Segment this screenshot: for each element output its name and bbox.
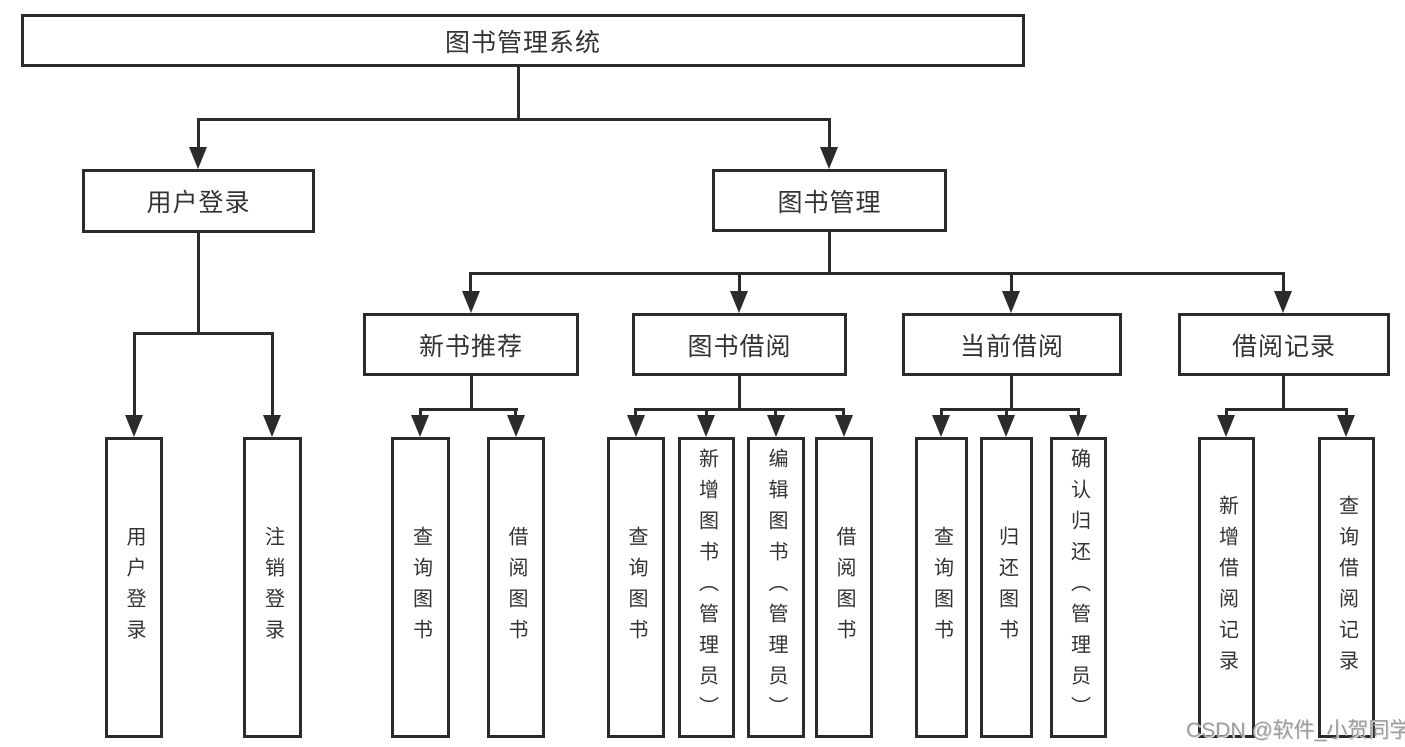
connector-user-login-stub-right [271, 332, 274, 415]
arrow-down-icon [697, 415, 715, 437]
arrow-down-icon [932, 415, 950, 437]
connector-book-borrow-horizontal [634, 408, 845, 411]
connector-user-login-stub-left [133, 332, 136, 415]
leaf-box-query-books-borrowing: 查询图书 [607, 437, 665, 738]
arrow-down-icon [1217, 415, 1235, 437]
node-label-current-borrowing: 当前借阅 [959, 332, 1064, 361]
node-box-book-management: 图书管理 [712, 169, 947, 232]
connector-borrow-record-stub-1 [1225, 408, 1228, 415]
node-label-borrow-records: 借阅记录 [1231, 332, 1336, 361]
arrow-down-icon [189, 147, 207, 169]
connector-current-borrow-stub-1 [940, 408, 943, 415]
leaf-label-add-books-admin: 新增图书（管理员） [695, 448, 718, 727]
arrow-down-icon [411, 415, 429, 437]
leaf-box-query-books-current: 查询图书 [915, 437, 968, 738]
leaf-box-confirm-return-admin: 确认归还（管理员） [1050, 437, 1107, 738]
connector-new-book-stub-1 [419, 408, 422, 415]
leaf-label-edit-books-admin: 编辑图书（管理员） [765, 448, 787, 727]
connector-book-borrow-vertical [738, 376, 741, 408]
arrow-down-icon [835, 415, 853, 437]
node-box-current-borrowing: 当前借阅 [902, 313, 1122, 376]
leaf-label-add-borrow-record: 新增借阅记录 [1215, 494, 1238, 681]
leaf-label-return-books: 归还图书 [995, 525, 1018, 650]
node-label-book-borrowing: 图书借阅 [687, 332, 792, 361]
arrow-down-icon [462, 291, 480, 313]
arrow-down-icon [997, 415, 1015, 437]
leaf-box-edit-books-admin: 编辑图书（管理员） [747, 437, 805, 738]
leaf-label-query-books-borrowing: 查询图书 [625, 525, 647, 650]
arrow-down-icon [1274, 291, 1292, 313]
connector-borrow-record-vertical [1282, 376, 1285, 408]
leaf-label-logout: 注销登录 [261, 525, 284, 650]
leaf-box-add-borrow-record: 新增借阅记录 [1198, 437, 1255, 738]
arrow-down-icon [1337, 415, 1355, 437]
leaf-label-query-books-current: 查询图书 [930, 525, 953, 650]
leaf-box-query-borrow-record: 查询借阅记录 [1318, 437, 1375, 738]
leaf-label-user-login: 用户登录 [123, 525, 145, 650]
connector-root-vertical [517, 67, 520, 118]
connector-current-borrow-stub-3 [1077, 408, 1080, 415]
arrow-down-icon [507, 415, 525, 437]
node-box-user-login: 用户登录 [82, 169, 315, 233]
leaf-box-return-books: 归还图书 [980, 437, 1033, 738]
arrow-down-icon [1002, 291, 1020, 313]
leaf-box-borrow-books-recommend: 借阅图书 [487, 437, 545, 738]
node-label-book-management: 图书管理 [777, 188, 882, 217]
arrow-down-icon [263, 415, 281, 437]
leaf-label-query-books-recommend: 查询图书 [409, 525, 432, 650]
connector-borrow-record-stub-2 [1345, 408, 1348, 415]
connector-current-borrow-stub-2 [1005, 408, 1008, 415]
connector-root-horizontal [197, 118, 831, 121]
connector-new-book-vertical [470, 376, 473, 408]
arrow-down-icon [125, 415, 143, 437]
arrow-down-icon [767, 415, 785, 437]
arrow-down-icon [730, 291, 748, 313]
connector-book-mgmt-vertical [828, 232, 831, 272]
connector-new-book-horizontal [419, 408, 518, 411]
connector-book-mgmt-horizontal [470, 272, 1284, 275]
connector-current-borrow-horizontal [940, 408, 1079, 411]
node-box-library-system: 图书管理系统 [21, 14, 1025, 67]
leaf-label-query-borrow-record: 查询借阅记录 [1335, 494, 1358, 681]
connector-user-login-vertical [197, 233, 200, 332]
connector-book-mgmt-stub-1 [469, 272, 472, 291]
node-label-new-book-recommend: 新书推荐 [418, 332, 523, 361]
connector-borrow-record-horizontal [1225, 408, 1347, 411]
connector-book-mgmt-stub-3 [1010, 272, 1013, 291]
connector-root-stub-right [828, 118, 831, 149]
node-box-new-book-recommend: 新书推荐 [363, 313, 579, 376]
connector-current-borrow-vertical [1010, 376, 1013, 408]
connector-book-borrow-stub-1 [634, 408, 637, 415]
connector-user-login-horizontal [133, 332, 274, 335]
csdn-watermark: CSDN @软件_小贺同学 [1186, 719, 1405, 742]
node-box-book-borrowing: 图书借阅 [632, 313, 847, 376]
connector-book-mgmt-stub-4 [1282, 272, 1285, 291]
connector-new-book-stub-2 [514, 408, 517, 415]
connector-root-stub-left [197, 118, 200, 149]
connector-book-borrow-stub-4 [842, 408, 845, 415]
leaf-box-logout: 注销登录 [243, 437, 302, 738]
leaf-label-borrow-books-recommend: 借阅图书 [505, 525, 527, 650]
leaf-label-confirm-return-admin: 确认归还（管理员） [1067, 448, 1090, 727]
leaf-box-user-login: 用户登录 [105, 437, 163, 738]
leaf-box-add-books-admin: 新增图书（管理员） [678, 437, 735, 738]
leaf-box-query-books-recommend: 查询图书 [391, 437, 450, 738]
leaf-label-borrow-books: 借阅图书 [833, 525, 855, 650]
arrow-down-icon [820, 147, 838, 169]
connector-book-borrow-stub-2 [705, 408, 708, 415]
leaf-box-borrow-books: 借阅图书 [815, 437, 873, 738]
connector-book-borrow-stub-3 [774, 408, 777, 415]
arrow-down-icon [627, 415, 645, 437]
node-box-borrow-records: 借阅记录 [1178, 313, 1390, 376]
node-label-user-login: 用户登录 [146, 189, 251, 217]
connector-book-mgmt-stub-2 [738, 272, 741, 291]
node-label-library-system: 图书管理系统 [444, 28, 601, 57]
arrow-down-icon [1069, 415, 1087, 437]
